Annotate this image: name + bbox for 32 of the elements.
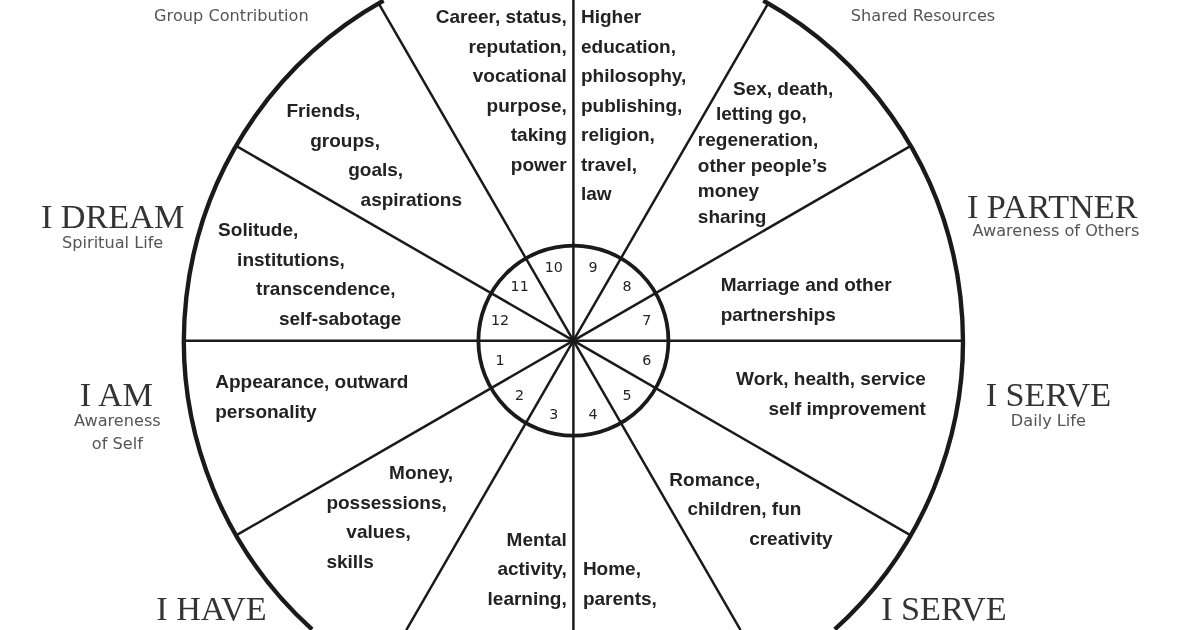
- house-number: 8: [622, 278, 632, 296]
- house-number: 9: [588, 258, 598, 276]
- segment-heading: I SERVE: [881, 591, 1007, 626]
- house-number: 4: [588, 405, 598, 423]
- house-number: 12: [490, 312, 510, 330]
- house-number: 6: [642, 351, 652, 369]
- house-number: 1: [495, 351, 505, 369]
- house-description: Home, parents,: [582, 553, 657, 613]
- segment-subtitle: Spiritual Life: [62, 231, 164, 254]
- house-description: Mental activity, learning,: [487, 524, 567, 613]
- segment-heading: I SERVE: [985, 377, 1112, 412]
- segment-heading: I DREAM: [40, 199, 185, 234]
- house-description: Marriage and other partnerships: [720, 269, 892, 329]
- house-number: 2: [515, 385, 525, 403]
- house-description: Solitude, institutions, transcendence, self-sabotage: [218, 214, 402, 333]
- segment-heading: I HAVE: [156, 591, 267, 626]
- house-description: Romance, children, fun creativity: [669, 464, 833, 553]
- house-number: 3: [549, 405, 559, 423]
- house-number: 10: [544, 258, 563, 276]
- segment-heading: I AM: [79, 377, 154, 412]
- house-number: 11: [510, 278, 529, 296]
- segment-subtitle: Shared Resources: [850, 5, 996, 28]
- segment-subtitle: Daily Life: [1010, 409, 1086, 432]
- house-number: 5: [622, 385, 632, 403]
- house-description: Money, possessions, values, skills: [326, 458, 454, 576]
- house-number: 7: [642, 312, 652, 330]
- house-description: Sex, death, letting go, regeneration, other people’s money sharing: [697, 75, 834, 229]
- house-description: Higher education, philosophy, publishing, religion, travel, law: [581, 2, 687, 209]
- house-description: Work, health, service self improvement: [736, 363, 926, 423]
- house-description: Appearance, outward personality: [215, 366, 409, 426]
- segment-subtitle: Group Contribution: [154, 5, 309, 28]
- segment-subtitle: Awareness of Self: [73, 409, 162, 455]
